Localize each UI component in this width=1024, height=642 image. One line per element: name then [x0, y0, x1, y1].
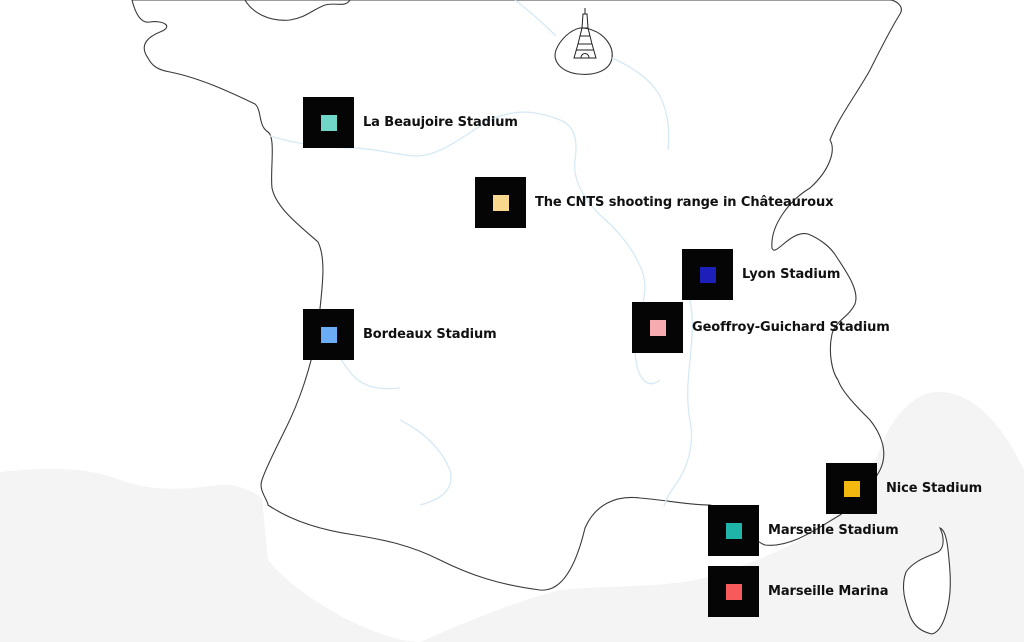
marker-box	[303, 309, 354, 360]
marker-box	[303, 97, 354, 148]
marker-box	[708, 505, 759, 556]
venue-color-swatch	[725, 522, 742, 539]
venue-color-swatch	[725, 583, 742, 600]
venue-color-swatch	[649, 319, 666, 336]
venue-marker-geoffroy-guichard[interactable]: Geoffroy-Guichard Stadium	[632, 302, 890, 353]
venue-marker-marseille[interactable]: Marseille Stadium	[708, 505, 899, 556]
venue-label: La Beaujoire Stadium	[363, 115, 518, 130]
rivers	[269, 0, 693, 507]
venue-marker-marseille-marina[interactable]: Marseille Marina	[708, 566, 888, 617]
marker-box	[826, 463, 877, 514]
venue-marker-la-beaujoire[interactable]: La Beaujoire Stadium	[303, 97, 518, 148]
venue-marker-chateauroux[interactable]: The CNTS shooting range in Châteauroux	[475, 177, 833, 228]
marker-box	[708, 566, 759, 617]
marker-box	[682, 249, 733, 300]
venue-marker-nice[interactable]: Nice Stadium	[826, 463, 982, 514]
venue-color-swatch	[843, 480, 860, 497]
venue-label: Nice Stadium	[886, 481, 983, 496]
sea-bay-of-biscay	[0, 468, 420, 642]
marker-box	[632, 302, 683, 353]
venue-color-swatch	[492, 194, 509, 211]
venue-label: Marseille Marina	[768, 584, 889, 599]
venue-marker-lyon[interactable]: Lyon Stadium	[682, 249, 840, 300]
eiffel-tower-icon	[573, 8, 597, 59]
corsica-island	[902, 526, 951, 635]
marker-box	[475, 177, 526, 228]
sea-north-east	[870, 0, 1024, 310]
paris-outline	[554, 27, 613, 75]
venue-label: Lyon Stadium	[742, 267, 841, 282]
channel-coast	[244, 0, 351, 21]
venue-marker-bordeaux[interactable]: Bordeaux Stadium	[303, 309, 497, 360]
venue-label: Marseille Stadium	[768, 523, 899, 538]
venue-color-swatch	[320, 114, 337, 131]
venue-label: The CNTS shooting range in Châteauroux	[535, 195, 834, 210]
venue-color-swatch	[320, 326, 337, 343]
sea-mediterranean	[420, 391, 1024, 642]
venue-label: Bordeaux Stadium	[363, 327, 497, 342]
venue-color-swatch	[699, 266, 716, 283]
france-border	[131, 0, 902, 591]
venue-label: Geoffroy-Guichard Stadium	[692, 320, 890, 335]
